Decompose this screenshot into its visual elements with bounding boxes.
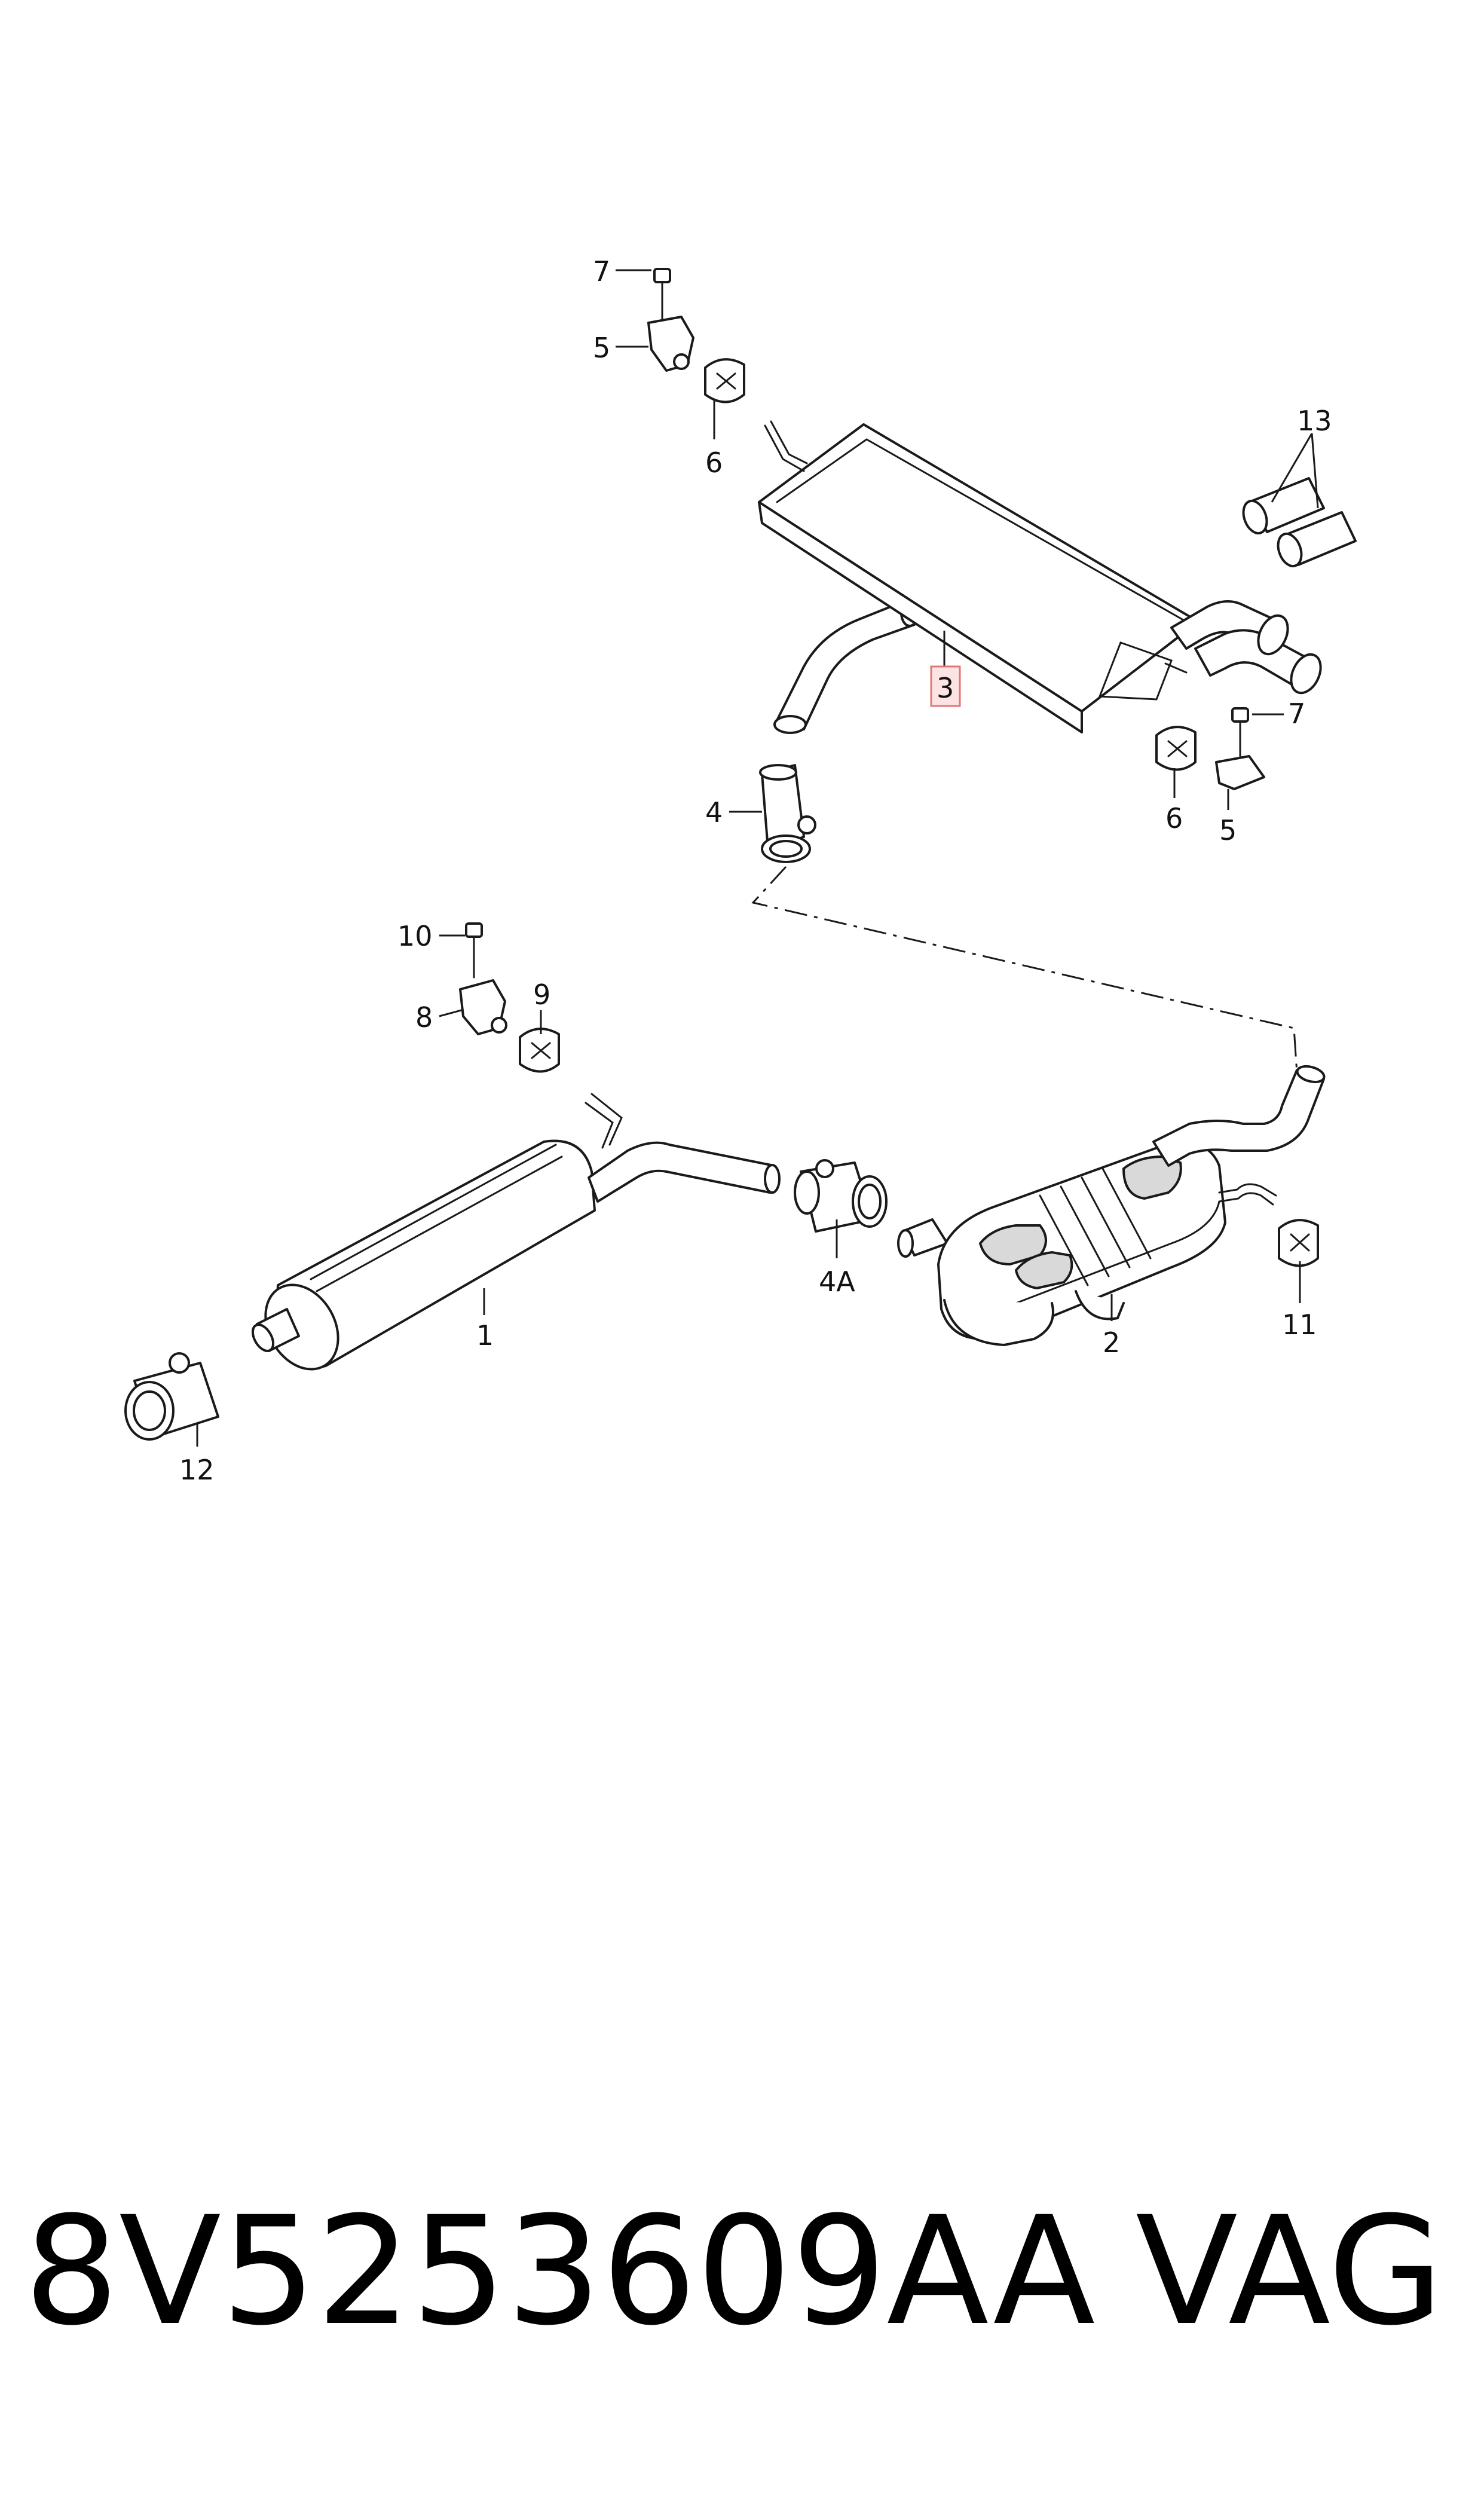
callout-4[interactable]: 4 <box>705 796 723 829</box>
highlight-box <box>930 665 961 707</box>
rear-silencer-assembly[interactable] <box>758 420 1326 734</box>
callout-5a[interactable]: 5 <box>593 332 610 364</box>
connection-line <box>751 866 1298 1074</box>
callout-10[interactable]: 10 <box>397 920 433 952</box>
callout-5b[interactable]: 5 <box>1219 814 1237 846</box>
pipe-clamp-12[interactable] <box>124 1352 219 1441</box>
callout-11[interactable]: 11 <box>1282 1309 1317 1341</box>
callout-3[interactable]: 3 <box>937 672 954 704</box>
footer: 8V5253609AA VAG <box>24 2182 1458 2361</box>
callout-13[interactable]: 13 <box>1297 405 1332 437</box>
callout-8[interactable]: 8 <box>415 1001 433 1034</box>
front-hanger-set[interactable] <box>459 922 560 1073</box>
callout-6b[interactable]: 6 <box>1165 802 1183 834</box>
rubber-mount-11[interactable] <box>1278 1219 1319 1267</box>
callout-2[interactable]: 2 <box>1103 1326 1120 1359</box>
callout-6a[interactable]: 6 <box>705 447 723 479</box>
right-hanger-set[interactable] <box>1155 707 1265 790</box>
part-number: 8V5253609AA <box>24 2184 1096 2358</box>
front-silencer[interactable] <box>249 1093 781 1382</box>
brand-label: VAG <box>1136 2184 1444 2358</box>
callout-labels: 7 5 6 13 3 7 6 5 4 10 9 8 1 4A 2 11 12 <box>179 255 1332 1486</box>
callout-7a[interactable]: 7 <box>593 255 610 288</box>
callout-9[interactable]: 9 <box>533 979 550 1011</box>
callout-7b[interactable]: 7 <box>1288 698 1305 730</box>
pipe-clamp-4[interactable] <box>759 764 816 863</box>
callout-12[interactable]: 12 <box>179 1454 215 1486</box>
middle-silencer[interactable] <box>897 1063 1326 1346</box>
callout-4a[interactable]: 4A <box>819 1265 855 1298</box>
pipe-clamp-4a[interactable] <box>794 1159 888 1233</box>
leader-lines <box>196 269 1319 1447</box>
tailpipe-tips[interactable] <box>1240 477 1357 569</box>
callout-1[interactable]: 1 <box>476 1319 494 1352</box>
upper-left-hanger-set[interactable] <box>647 268 745 403</box>
